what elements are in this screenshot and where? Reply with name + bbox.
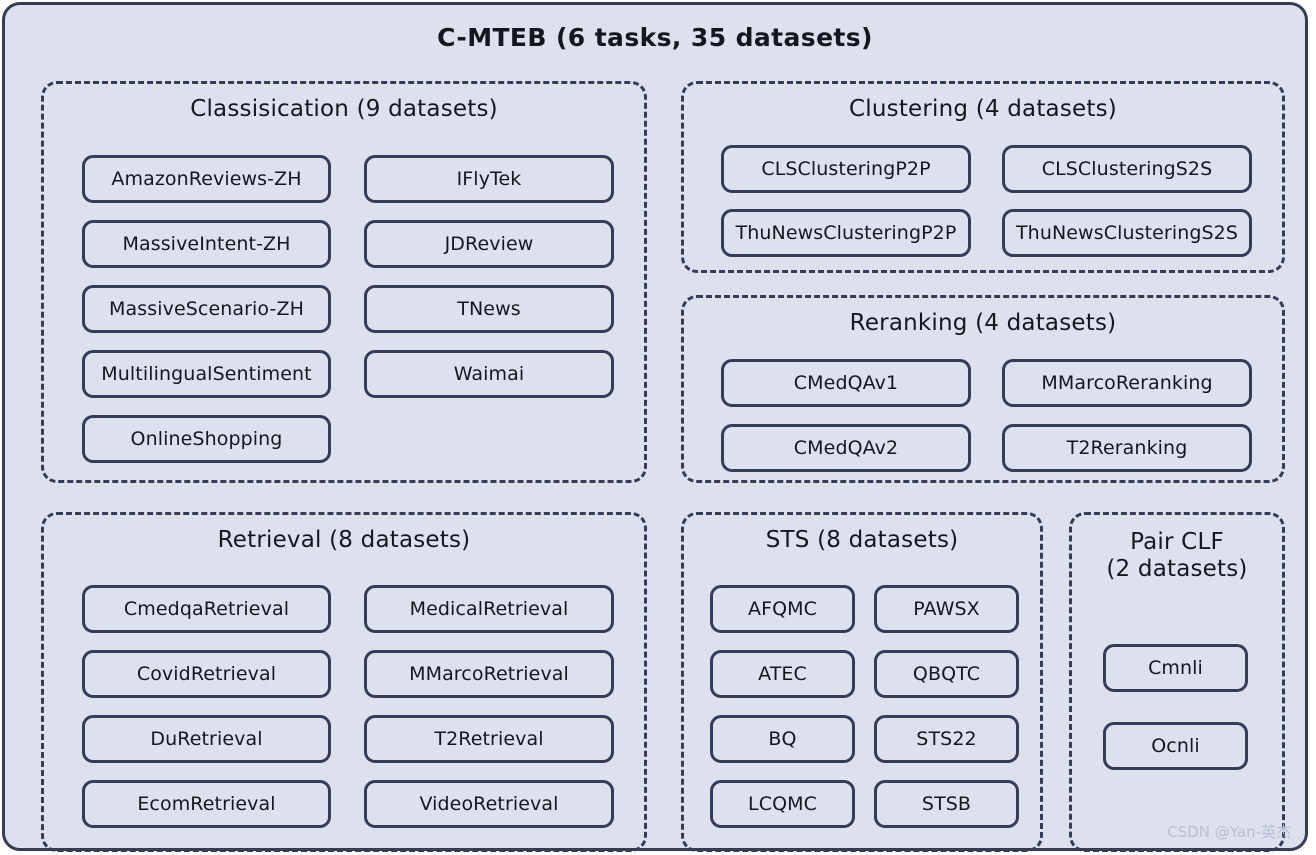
- dataset-chip[interactable]: CLSClusteringP2P: [721, 145, 971, 193]
- dataset-chip[interactable]: ATEC: [710, 650, 855, 698]
- dataset-chip[interactable]: MMarcoRetrieval: [364, 650, 614, 698]
- dataset-chip[interactable]: JDReview: [364, 220, 614, 268]
- dataset-chip[interactable]: AmazonReviews-ZH: [82, 155, 331, 203]
- task-group-sts: STS (8 datasets) AFQMC PAWSX ATEC QBQTC …: [681, 512, 1043, 852]
- task-group-title-sts: STS (8 datasets): [765, 527, 959, 553]
- dataset-chip[interactable]: CMedQAv2: [721, 424, 971, 472]
- task-group-title-reranking: Reranking (4 datasets): [849, 310, 1117, 336]
- dataset-chip[interactable]: MassiveIntent-ZH: [82, 220, 331, 268]
- dataset-chip[interactable]: CmedqaRetrieval: [82, 585, 331, 633]
- dataset-chip[interactable]: Waimai: [364, 350, 614, 398]
- dataset-chip[interactable]: T2Retrieval: [364, 715, 614, 763]
- dataset-chip[interactable]: CLSClusteringS2S: [1002, 145, 1252, 193]
- dataset-chip[interactable]: VideoRetrieval: [364, 780, 614, 828]
- task-group-title-clustering: Clustering (4 datasets): [849, 96, 1117, 122]
- dataset-chip[interactable]: TNews: [364, 285, 614, 333]
- dataset-chip[interactable]: ThuNewsClusteringP2P: [721, 209, 971, 257]
- dataset-chip[interactable]: MedicalRetrieval: [364, 585, 614, 633]
- task-group-title-line1: Pair CLF: [1130, 529, 1224, 555]
- dataset-chip[interactable]: CMedQAv1: [721, 359, 971, 407]
- dataset-chip[interactable]: DuRetrieval: [82, 715, 331, 763]
- dataset-chip[interactable]: PAWSX: [874, 585, 1019, 633]
- dataset-chip[interactable]: ThuNewsClusteringS2S: [1002, 209, 1252, 257]
- task-group-title-classification: Classisication (9 datasets): [190, 96, 498, 122]
- task-group-title-pair-clf: Pair CLF (2 datasets): [1072, 529, 1282, 582]
- dataset-chip[interactable]: OnlineShopping: [82, 415, 331, 463]
- dataset-chip[interactable]: QBQTC: [874, 650, 1019, 698]
- watermark: CSDN @Yan-英杰: [1167, 823, 1291, 841]
- dataset-chip[interactable]: T2Reranking: [1002, 424, 1252, 472]
- dataset-chip[interactable]: BQ: [710, 715, 855, 763]
- task-group-classification: Classisication (9 datasets) AmazonReview…: [41, 81, 647, 483]
- dataset-chip[interactable]: Ocnli: [1103, 722, 1248, 770]
- dataset-chip[interactable]: CovidRetrieval: [82, 650, 331, 698]
- dataset-chip[interactable]: MultilingualSentiment: [82, 350, 331, 398]
- task-group-title-retrieval: Retrieval (8 datasets): [217, 527, 471, 553]
- dataset-chip[interactable]: EcomRetrieval: [82, 780, 331, 828]
- dataset-chip[interactable]: MMarcoReranking: [1002, 359, 1252, 407]
- task-group-clustering: Clustering (4 datasets) CLSClusteringP2P…: [681, 81, 1285, 273]
- page-title: C-MTEB (6 tasks, 35 datasets): [437, 23, 873, 52]
- dataset-chip[interactable]: Cmnli: [1103, 644, 1248, 692]
- dataset-chip[interactable]: LCQMC: [710, 780, 855, 828]
- task-group-title-line2: (2 datasets): [1106, 555, 1248, 582]
- task-group-pair-clf: Pair CLF (2 datasets) Cmnli Ocnli: [1069, 512, 1285, 852]
- task-group-reranking: Reranking (4 datasets) CMedQAv1 MMarcoRe…: [681, 295, 1285, 483]
- task-group-retrieval: Retrieval (8 datasets) CmedqaRetrieval M…: [41, 512, 647, 852]
- dataset-chip[interactable]: STSB: [874, 780, 1019, 828]
- dataset-chip[interactable]: MassiveScenario-ZH: [82, 285, 331, 333]
- dataset-chip[interactable]: IFlyTek: [364, 155, 614, 203]
- dataset-chip[interactable]: STS22: [874, 715, 1019, 763]
- dataset-chip[interactable]: AFQMC: [710, 585, 855, 633]
